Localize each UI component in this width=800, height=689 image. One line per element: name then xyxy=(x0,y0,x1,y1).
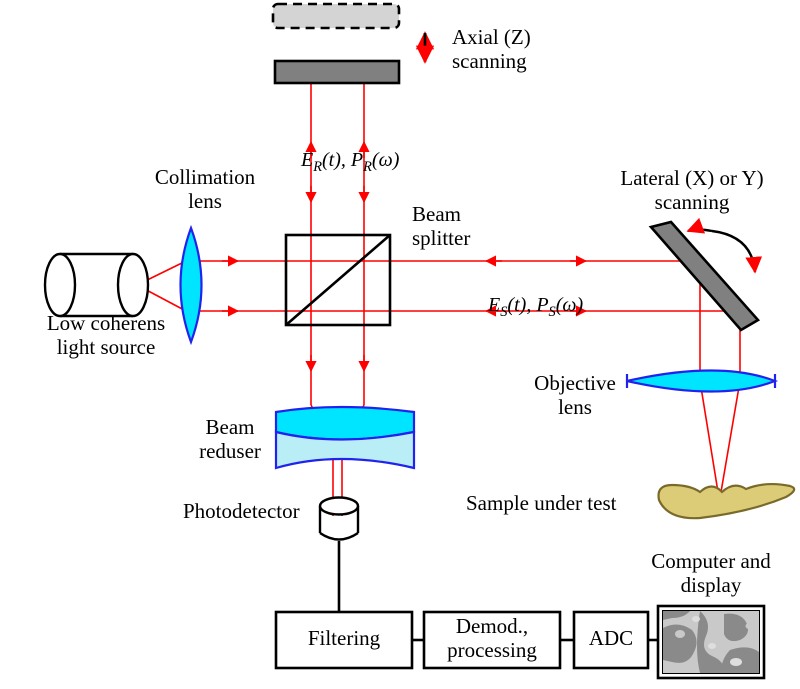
sample-field-subscript: S xyxy=(500,304,508,320)
sample-power-arg: (ω) xyxy=(555,294,584,316)
reference-field-symbol: E xyxy=(301,149,314,171)
collimation-lens-icon xyxy=(179,224,203,346)
beam-reducer-label: Beam reduser xyxy=(199,415,261,463)
sample-power-subscript: S xyxy=(548,304,556,320)
reference-mirror-icon xyxy=(273,59,401,85)
beam-reducer-icon xyxy=(274,405,416,470)
sample-power-symbol: P xyxy=(536,294,549,316)
sample-field-symbol: E xyxy=(488,294,501,316)
beam-splitter-icon xyxy=(284,233,392,327)
lateral-scan-arrow-icon xyxy=(686,217,763,274)
sample-label: Sample under test xyxy=(466,491,617,515)
photodetector-icon xyxy=(318,496,360,541)
computer-display-label: Computer and display xyxy=(651,549,771,597)
lateral-scan-mirror-icon xyxy=(648,220,761,332)
objective-lens-icon xyxy=(625,369,779,393)
reference-power-subscript: R xyxy=(363,159,372,175)
beam-splitter-label: Beam splitter xyxy=(412,202,471,250)
sample-blob-icon xyxy=(657,482,796,520)
computer-display-icon xyxy=(656,604,766,680)
collimation-lens-label: Collimation lens xyxy=(154,165,256,213)
light-source-cylinder xyxy=(43,252,150,318)
tomogram-image xyxy=(663,611,759,673)
filtering-box-label: Filtering xyxy=(307,626,381,650)
reference-arm-beam xyxy=(310,83,365,325)
reference-field-subscript: R xyxy=(313,159,323,175)
reference-arm-annotation: ER(t), PR(ω) xyxy=(281,126,399,199)
annotation-separator-ref: , xyxy=(340,149,351,171)
reference-power-symbol: P xyxy=(350,149,364,171)
reference-power-arg: (ω) xyxy=(371,149,400,171)
objective-lens-label: Objective lens xyxy=(534,371,616,419)
signal-chain-boxes xyxy=(274,610,662,670)
sample-field-arg: (t) xyxy=(507,294,527,316)
photodetector-label: Photodetector xyxy=(183,499,300,523)
sample-arm-annotation: ES(t), PS(ω) xyxy=(468,271,583,344)
annotation-separator-sample: , xyxy=(526,294,537,316)
reference-field-arg: (t) xyxy=(322,149,341,171)
lateral-scanning-label: Lateral (X) or Y) scanning xyxy=(620,166,764,214)
light-source-label: Low coherens light source xyxy=(46,311,166,359)
adc-box-label: ADC xyxy=(588,626,634,650)
demod-box-label: Demod., processing xyxy=(447,614,537,662)
beam-direction-arrowheads xyxy=(222,140,588,373)
axial-scanning-label: Axial (Z) scanning xyxy=(452,25,531,73)
reference-mirror-ghost-icon xyxy=(271,2,401,30)
